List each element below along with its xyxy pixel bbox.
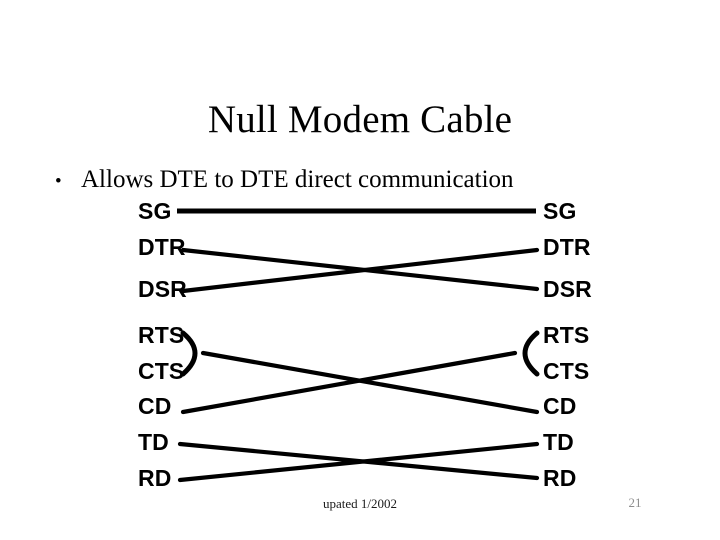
page-title: Null Modem Cable bbox=[207, 98, 513, 142]
left-pin-dtr: DTR bbox=[138, 234, 186, 260]
right-rts-cts-bracket-icon bbox=[522, 330, 540, 377]
left-pin-sg: SG bbox=[138, 198, 172, 224]
bullet-dot-icon: • bbox=[55, 171, 62, 192]
bullet-item: • Allows DTE to DTE direct communication bbox=[55, 166, 695, 194]
wire-cd-to-rts-cts bbox=[180, 350, 518, 415]
right-pin-dsr: DSR bbox=[543, 276, 592, 302]
right-pin-cd: CD bbox=[543, 393, 577, 419]
right-pin-cts: CTS bbox=[543, 358, 590, 384]
left-pin-td: TD bbox=[138, 429, 169, 455]
right-pin-rd: RD bbox=[543, 465, 577, 491]
left-pin-rd: RD bbox=[138, 465, 172, 491]
left-rts-cts-bracket-icon bbox=[180, 330, 198, 377]
left-pin-cd: CD bbox=[138, 393, 172, 419]
page-number: 21 bbox=[628, 495, 642, 510]
right-pin-rts: RTS bbox=[543, 322, 590, 348]
footer-note: upated 1/2002 bbox=[322, 496, 397, 511]
left-pin-rts: RTS bbox=[138, 322, 185, 348]
left-pin-dsr: DSR bbox=[138, 276, 187, 302]
left-pin-cts: CTS bbox=[138, 358, 185, 384]
bullet-item-label: Allows DTE to DTE direct communication bbox=[81, 166, 514, 193]
right-pin-sg: SG bbox=[543, 198, 577, 224]
right-pin-td: TD bbox=[543, 429, 574, 455]
wire-dsr-to-dtr bbox=[180, 247, 540, 294]
right-pin-dtr: DTR bbox=[543, 234, 591, 260]
wire-rts-cts-to-cd bbox=[200, 350, 540, 415]
wire-rd-to-td bbox=[177, 441, 540, 483]
